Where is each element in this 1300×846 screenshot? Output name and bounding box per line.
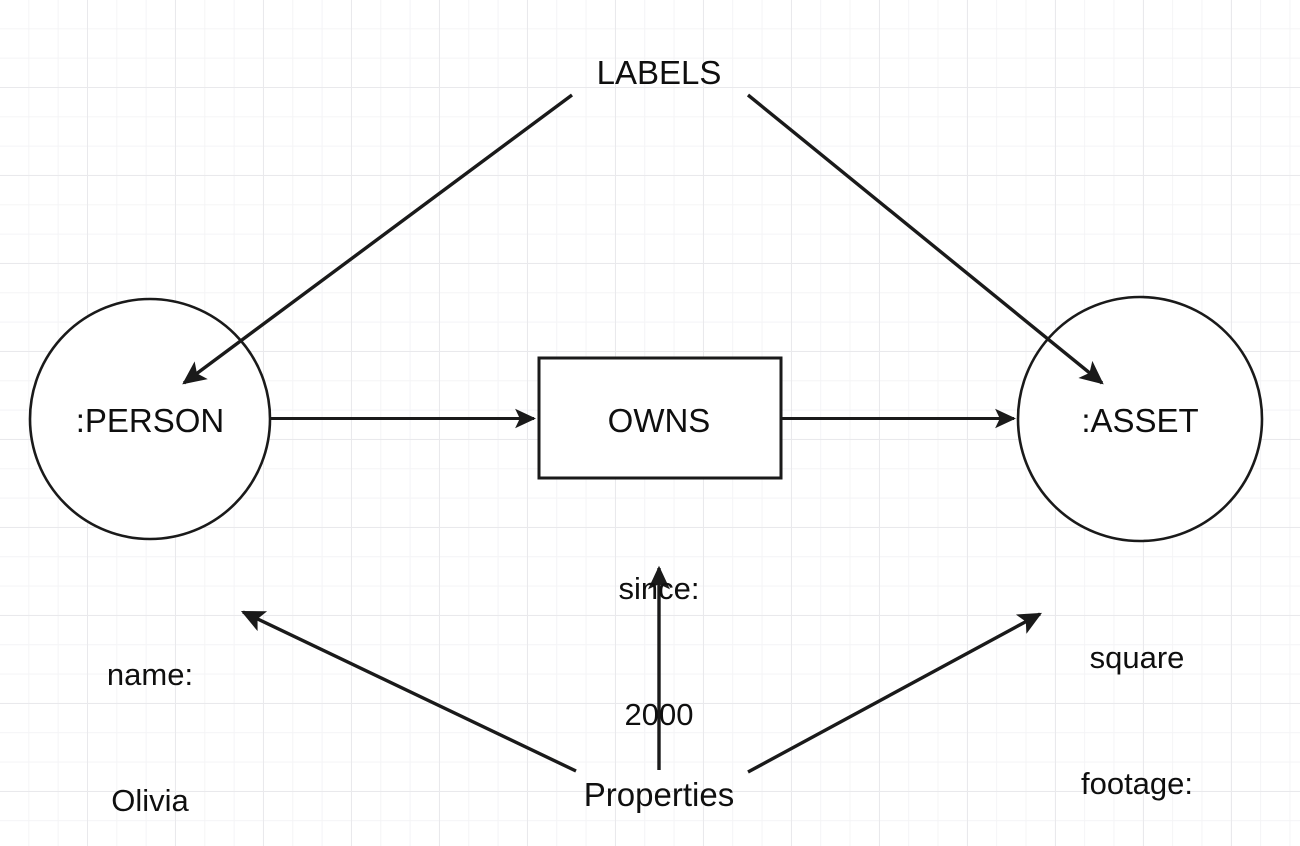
node-person-circle[interactable] (28, 297, 272, 541)
edge-properties-to-person-property (240, 610, 577, 773)
edge-properties-to-asset-property (747, 612, 1042, 774)
edge-labels-to-person (182, 93, 574, 385)
edge-labels-to-asset (746, 93, 1104, 385)
relationship-owns-box[interactable] (537, 356, 783, 480)
node-asset-circle[interactable] (1016, 295, 1264, 543)
